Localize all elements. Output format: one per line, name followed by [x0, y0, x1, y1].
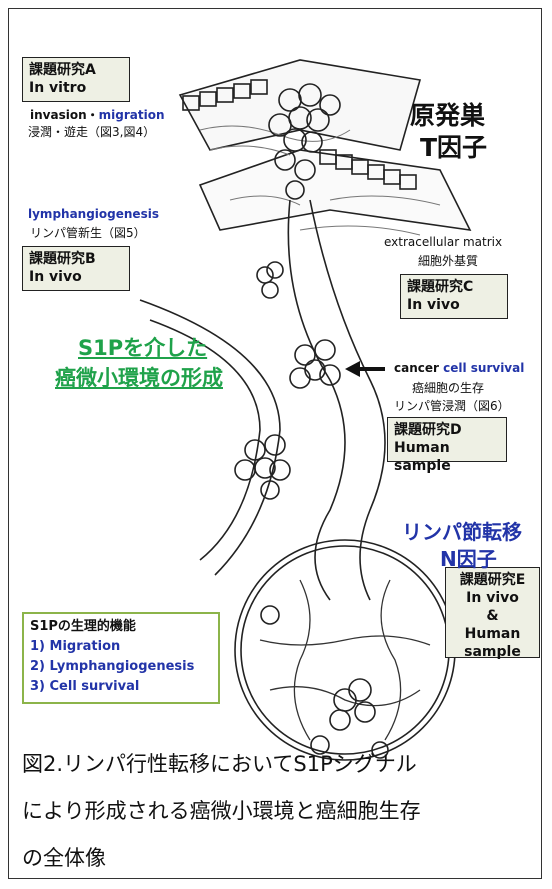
caption-line-1: 図2.リンパ行性転移においてS1Pシグナル	[22, 741, 527, 788]
invasion-label: invasion・migration	[30, 106, 164, 123]
study-box-a-title: 課題研究A	[29, 61, 123, 79]
s1p-title-line2: 癌微小環境の形成	[55, 362, 223, 392]
study-box-d-title: 課題研究D	[394, 421, 500, 439]
study-box-b-title: 課題研究B	[29, 250, 123, 268]
function-item-lymphangiogenesis: 2) Lymphangiogenesis	[30, 657, 212, 677]
study-box-a: 課題研究A In vitro	[22, 57, 130, 102]
functions-title: S1Pの生理的機能	[30, 617, 212, 637]
lymph-node	[235, 540, 455, 760]
s1p-functions-box: S1Pの生理的機能 1) Migration 2) Lymphangiogene…	[22, 612, 220, 704]
cancer-text: cancer	[394, 361, 443, 375]
lymphangiogenesis-label: lymphangiogenesis	[28, 207, 159, 221]
study-box-c-sub: In vivo	[407, 296, 501, 314]
study-box-b-sub: In vivo	[29, 268, 123, 286]
function-item-migration: 1) Migration	[30, 637, 212, 657]
caption-line-3: の全体像	[22, 835, 527, 882]
lymphangiogenesis-jp-label: リンパ管新生（図5）	[30, 224, 146, 241]
study-box-e-line3: Human	[452, 625, 533, 643]
n-factor-label: N因子	[440, 543, 497, 572]
study-box-e-line2: &	[452, 607, 533, 625]
study-box-c: 課題研究C In vivo	[400, 274, 508, 319]
lymph-invasion-jp-label: リンパ管浸潤（図6）	[394, 397, 510, 414]
cell-survival-text: cell survival	[443, 361, 524, 375]
cancer-survival-label: cancer cell survival	[394, 361, 524, 375]
migration-text: migration	[99, 108, 165, 122]
s1p-title-line1: S1Pを介した	[78, 332, 207, 362]
study-box-d: 課題研究D Human sample	[387, 417, 507, 462]
study-box-e: 課題研究E In vivo & Human sample	[445, 567, 540, 658]
study-box-e-title: 課題研究E	[452, 571, 533, 589]
figure-caption: 図2.リンパ行性転移においてS1Pシグナル により形成される癌微小環境と癌細胞生…	[22, 741, 527, 882]
ecm-jp-label: 細胞外基質	[418, 252, 478, 269]
arrow-icon	[345, 361, 385, 377]
study-box-a-sub: In vitro	[29, 79, 123, 97]
ecm-label: extracellular matrix	[384, 235, 502, 249]
study-box-b: 課題研究B In vivo	[22, 246, 130, 291]
study-box-e-line4: sample	[452, 643, 533, 661]
t-factor-label: T因子	[420, 128, 487, 164]
study-box-c-title: 課題研究C	[407, 278, 501, 296]
function-item-cell-survival: 3) Cell survival	[30, 677, 212, 697]
study-box-e-line1: In vivo	[452, 589, 533, 607]
study-box-d-sub: Human sample	[394, 439, 500, 475]
lymph-node-metastasis-label: リンパ節転移	[402, 516, 522, 545]
invasion-text: invasion・	[30, 108, 99, 122]
caption-line-2: により形成される癌微小環境と癌細胞生存	[22, 788, 527, 835]
invasion-jp-label: 浸潤・遊走（図3,図4）	[28, 123, 155, 140]
survival-jp-label: 癌細胞の生存	[412, 379, 484, 396]
primary-tumor-label: 原発巣	[410, 96, 485, 132]
